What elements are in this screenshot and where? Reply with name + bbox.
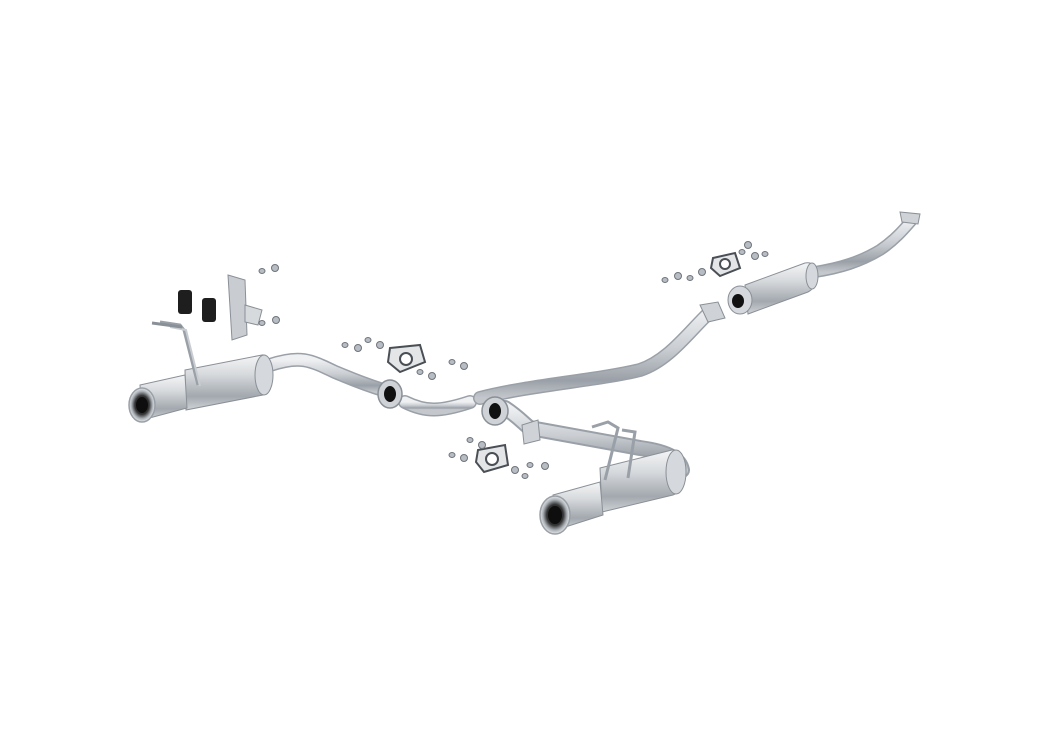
hardware-piece <box>466 437 474 443</box>
hardware-piece <box>478 441 486 449</box>
hardware-piece <box>364 337 372 343</box>
hardware-piece <box>686 275 694 281</box>
hardware-piece <box>258 320 266 326</box>
gaskets <box>386 251 742 474</box>
hanger-bracket <box>227 274 263 341</box>
hardware-piece <box>511 466 519 474</box>
muffler-right <box>539 420 687 535</box>
hardware-piece <box>341 342 349 348</box>
hardware-piece <box>751 252 759 260</box>
hardware-piece <box>460 454 468 462</box>
hardware-piece <box>661 277 669 283</box>
hardware-piece <box>738 249 746 255</box>
flanges <box>377 211 921 445</box>
hardware-piece <box>376 341 384 349</box>
hardware-piece <box>521 473 529 479</box>
hardware-piece <box>271 264 279 272</box>
mid-pipe <box>263 214 918 478</box>
hardware-piece <box>272 316 280 324</box>
hardware-piece <box>761 251 769 257</box>
hardware-piece <box>448 359 456 365</box>
rubber-isolators <box>178 290 216 322</box>
hardware-piece <box>428 372 436 380</box>
resonator <box>727 262 819 315</box>
hardware-piece <box>674 272 682 280</box>
hardware-piece <box>460 362 468 370</box>
hardware-piece <box>448 452 456 458</box>
hardware-piece <box>354 344 362 352</box>
muffler-left <box>128 320 274 423</box>
hardware-piece <box>258 268 266 274</box>
bolts-nuts <box>258 241 769 479</box>
hardware-piece <box>744 241 752 249</box>
hardware-piece <box>526 462 534 468</box>
hardware-piece <box>416 369 424 375</box>
hardware-piece <box>698 268 706 276</box>
hardware-piece <box>541 462 549 470</box>
